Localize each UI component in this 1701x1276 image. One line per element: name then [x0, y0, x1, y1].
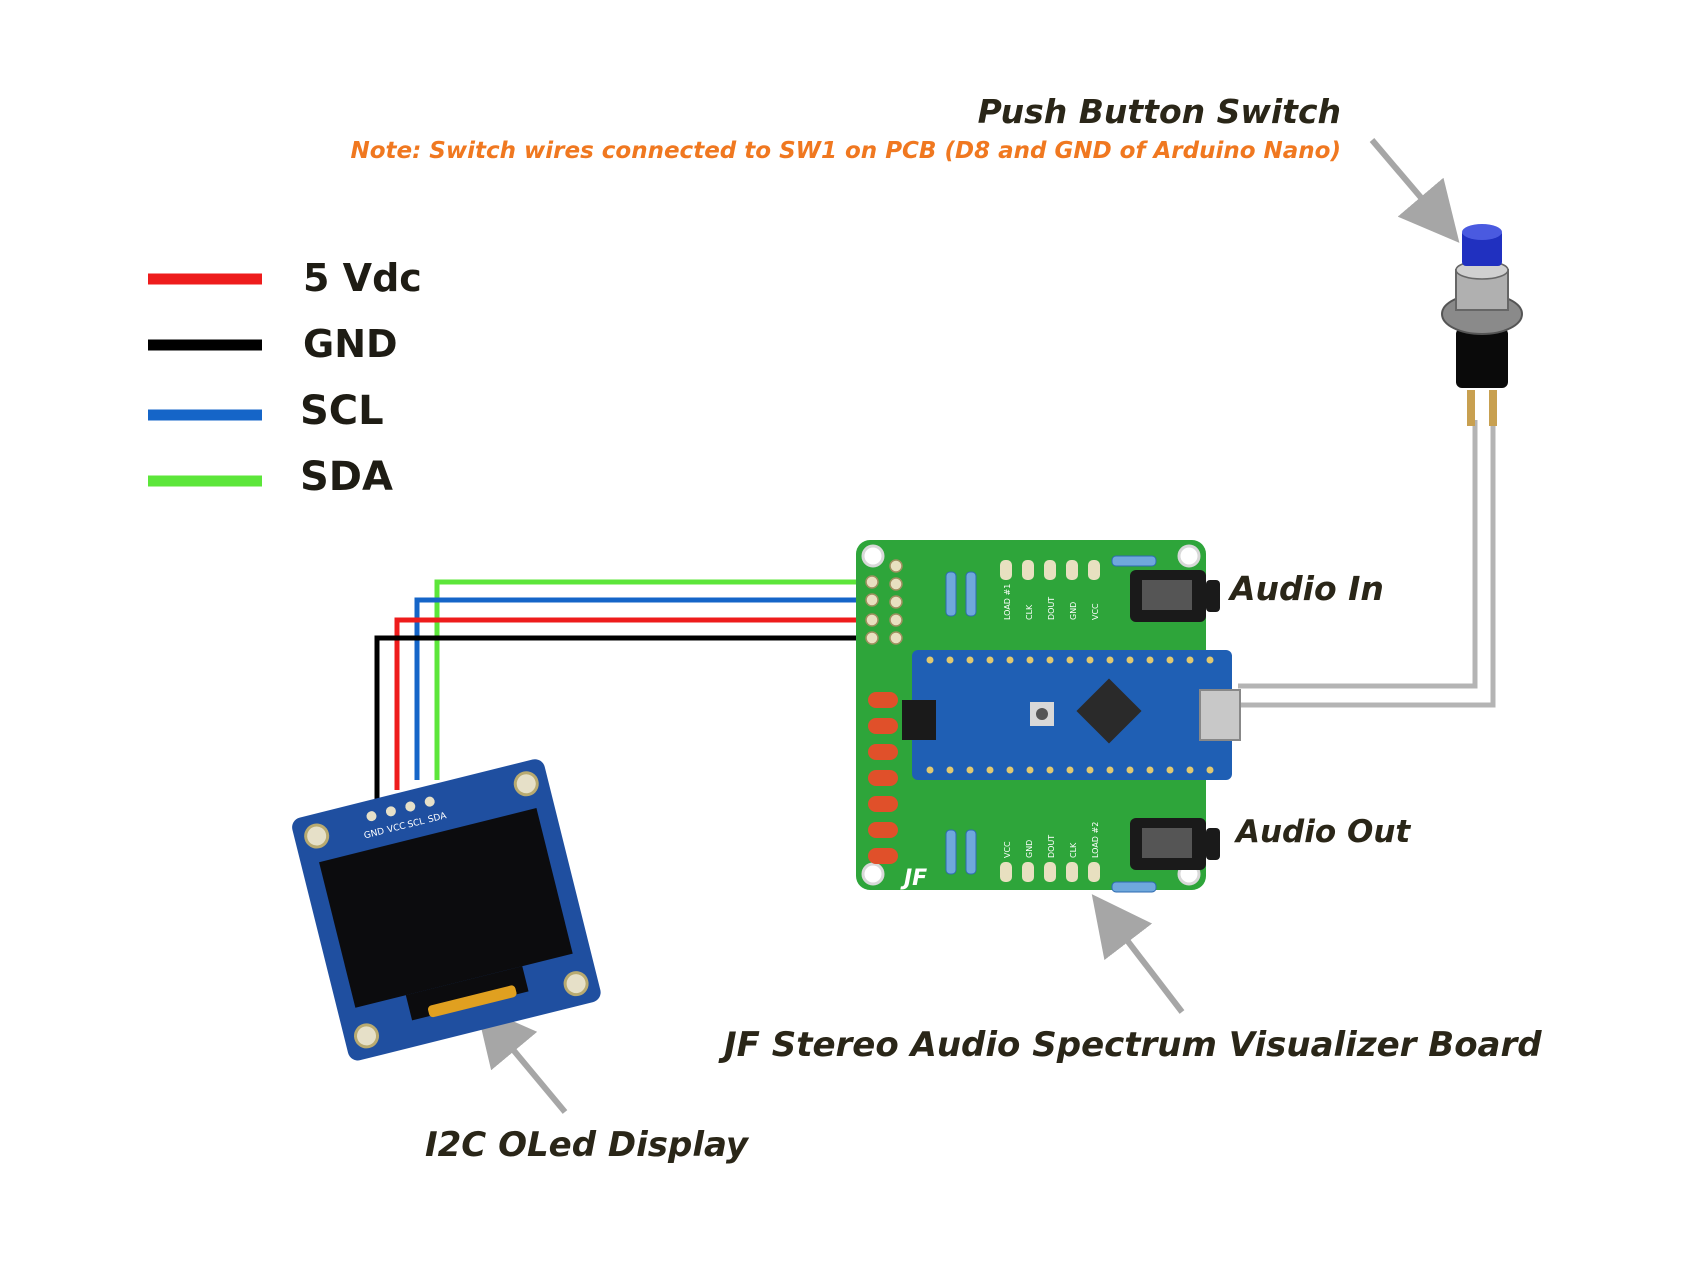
pcb-mount-hole — [1177, 544, 1201, 568]
oled-flex-cable — [428, 985, 517, 1018]
label-audio-out: Audio Out — [1236, 814, 1411, 850]
oled-pin-sda: SDA — [427, 811, 448, 825]
arrow-push-button — [1369, 138, 1460, 243]
oled-mount-hole — [354, 1023, 380, 1049]
nano-pins-top — [926, 656, 1214, 664]
pcb-j4-labels: VCC GND DOUT CLK LOAD #2 — [1003, 822, 1100, 858]
oled-pin-scl: SCL — [407, 817, 426, 831]
legend-label-sda: SDA — [300, 454, 393, 500]
audio-jack-out — [1130, 818, 1220, 870]
nano-chip — [1076, 678, 1142, 744]
switch-pin-right — [1489, 390, 1497, 426]
legend-label-scl: SCL — [300, 388, 384, 434]
oled-module: GND VCC SCL SDA — [292, 759, 601, 1061]
legend-label-5vdc: 5 Vdc — [303, 256, 422, 300]
arrow-oled — [475, 1004, 568, 1114]
legend-label-gnd: GND — [303, 322, 398, 366]
pcb-logo: JF — [900, 866, 927, 891]
switch-wire-1 — [1238, 420, 1478, 689]
legend — [148, 273, 262, 487]
pcb-mount-hole — [861, 544, 885, 568]
pcb-j4-label: DOUT — [1047, 835, 1056, 858]
audio-jack-in — [1130, 570, 1220, 622]
label-oled-display: I2C OLed Display — [425, 1125, 749, 1165]
label-push-button-switch: Push Button Switch — [977, 92, 1341, 131]
label-audio-in: Audio In — [1230, 569, 1384, 608]
pcb-header-j4 — [1000, 862, 1100, 882]
pcb-j3-label: VCC — [1091, 603, 1100, 620]
pcb-j3-labels: LOAD #1 CLK DOUT GND VCC — [1003, 584, 1100, 620]
nano-reset-cap — [1036, 708, 1048, 720]
switch-wire-2 — [1238, 420, 1496, 708]
oled-mount-hole — [563, 971, 589, 997]
arrow-board — [1091, 894, 1185, 1014]
pcb-j4-label: GND — [1025, 840, 1034, 858]
nano-board — [912, 650, 1232, 780]
pcb-capacitors — [868, 692, 898, 864]
switch-pin-left — [1467, 390, 1475, 426]
oled-pin-gnd: GND — [363, 827, 386, 842]
wire-sda — [434, 579, 872, 780]
switch-body — [1456, 328, 1508, 388]
callout-arrows — [475, 138, 1460, 1114]
arduino-nano — [902, 650, 1241, 780]
switch-wires — [1238, 420, 1496, 708]
pcb-j3-label: GND — [1069, 602, 1078, 620]
pcb-j3-label: LOAD #1 — [1003, 584, 1012, 620]
nano-usb-port — [1199, 689, 1241, 741]
pcb-header-j5-j6 — [865, 559, 903, 645]
pcb-j4-label: LOAD #2 — [1091, 822, 1100, 858]
wire-vcc — [394, 617, 872, 790]
wire-gnd — [374, 635, 872, 800]
button-cap — [1462, 230, 1502, 266]
label-switch-note: Note: Switch wires connected to SW1 on P… — [350, 138, 1341, 164]
button-cap-top — [1462, 224, 1502, 240]
oled-screen — [319, 808, 573, 1008]
i2c-wires — [374, 579, 872, 800]
pcb-j4-label: VCC — [1003, 841, 1012, 858]
nano-icsp-header — [902, 700, 936, 740]
push-button-switch — [1441, 224, 1523, 426]
pcb-j4-label: CLK — [1069, 842, 1078, 858]
oled-pin-holes — [366, 796, 435, 822]
oled-pin-vcc: VCC — [386, 821, 407, 835]
oled-mount-hole — [304, 823, 330, 849]
label-board: JF Stereo Audio Spectrum Visualizer Boar… — [724, 1025, 1542, 1065]
pcb-board: JF LOAD #1 CLK DOUT GND VCC VCC GND DOUT… — [856, 540, 1241, 893]
pcb-resistors — [945, 555, 1157, 893]
wire-scl — [414, 597, 872, 780]
pcb-j3-label: CLK — [1025, 604, 1034, 620]
pcb-mount-hole — [861, 862, 885, 886]
oled-mount-hole — [513, 771, 539, 797]
pcb-header-j3 — [1000, 560, 1100, 580]
pcb-j3-label: DOUT — [1047, 597, 1056, 620]
nano-pins-bottom — [926, 766, 1214, 774]
